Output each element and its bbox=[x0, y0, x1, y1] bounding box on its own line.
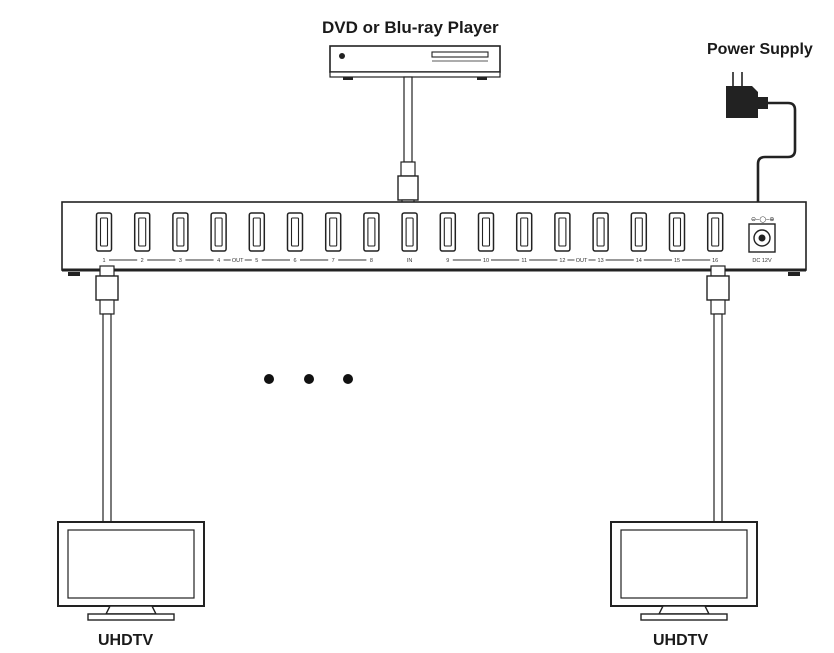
port-number-label: 16 bbox=[712, 258, 718, 264]
hdmi-output-port-2 bbox=[133, 212, 151, 252]
hdmi-output-port-1 bbox=[95, 212, 113, 252]
display-left-label: UHDTV bbox=[98, 632, 154, 649]
display-right-label: UHDTV bbox=[653, 632, 709, 649]
port-number-label: 15 bbox=[674, 258, 680, 264]
hdmi-output-port-6 bbox=[286, 212, 304, 252]
port-number-label: 14 bbox=[636, 258, 642, 264]
port-number-label: 7 bbox=[332, 258, 335, 264]
port-number-label: 5 bbox=[255, 258, 258, 264]
hdmi-output-port-13 bbox=[592, 212, 609, 252]
port-number-label: IN bbox=[407, 258, 413, 264]
hdmi-output-port-15 bbox=[668, 212, 686, 252]
out-group-label: OUT bbox=[232, 258, 244, 264]
hdmi-output-port-7 bbox=[324, 212, 342, 252]
hdmi-output-port-9 bbox=[439, 212, 457, 252]
hdmi-output-port-8 bbox=[363, 212, 380, 252]
port-number-label: 12 bbox=[559, 258, 565, 264]
port-number-label: 9 bbox=[446, 258, 449, 264]
port-number-label: 3 bbox=[179, 258, 182, 264]
hdmi-output-port-16 bbox=[706, 212, 724, 252]
hdmi-output-port-12 bbox=[554, 212, 571, 252]
port-number-label: 13 bbox=[598, 258, 604, 264]
dvd-player-icon bbox=[329, 45, 501, 80]
port-number-label: 8 bbox=[370, 258, 373, 264]
power-supply-label: Power Supply bbox=[707, 41, 813, 58]
tv-left-icon bbox=[57, 521, 205, 621]
more-outputs-ellipsis bbox=[264, 374, 353, 384]
dc-jack-label: DC 12V bbox=[752, 258, 772, 264]
port-number-label: 6 bbox=[293, 258, 296, 264]
input-cable bbox=[397, 76, 419, 209]
output-cable-left bbox=[95, 265, 119, 525]
hdmi-output-port-11 bbox=[515, 212, 533, 252]
tv-right-icon bbox=[610, 521, 758, 621]
port-number-label: 11 bbox=[521, 258, 527, 264]
port-number-label: 1 bbox=[102, 258, 105, 264]
hdmi-output-port-5 bbox=[248, 212, 266, 252]
hdmi-output-port-10 bbox=[477, 212, 495, 252]
dc-power-jack: ⊖–◯–⊕ bbox=[748, 216, 776, 253]
out-group-label: OUT bbox=[576, 258, 588, 264]
svg-text:⊖–◯–⊕: ⊖–◯–⊕ bbox=[751, 216, 774, 223]
hdmi-output-port-14 bbox=[630, 212, 648, 252]
hdmi-output-port-4 bbox=[210, 212, 227, 252]
hdmi-output-port-3 bbox=[172, 212, 189, 252]
port-number-label: 10 bbox=[483, 258, 489, 264]
port-number-label: 2 bbox=[141, 258, 144, 264]
output-cable-right bbox=[706, 265, 730, 525]
power-adapter-icon bbox=[726, 72, 797, 217]
source-label: DVD or Blu-ray Player bbox=[322, 18, 499, 37]
hdmi-input-port bbox=[401, 212, 418, 252]
port-number-label: 4 bbox=[217, 258, 220, 264]
